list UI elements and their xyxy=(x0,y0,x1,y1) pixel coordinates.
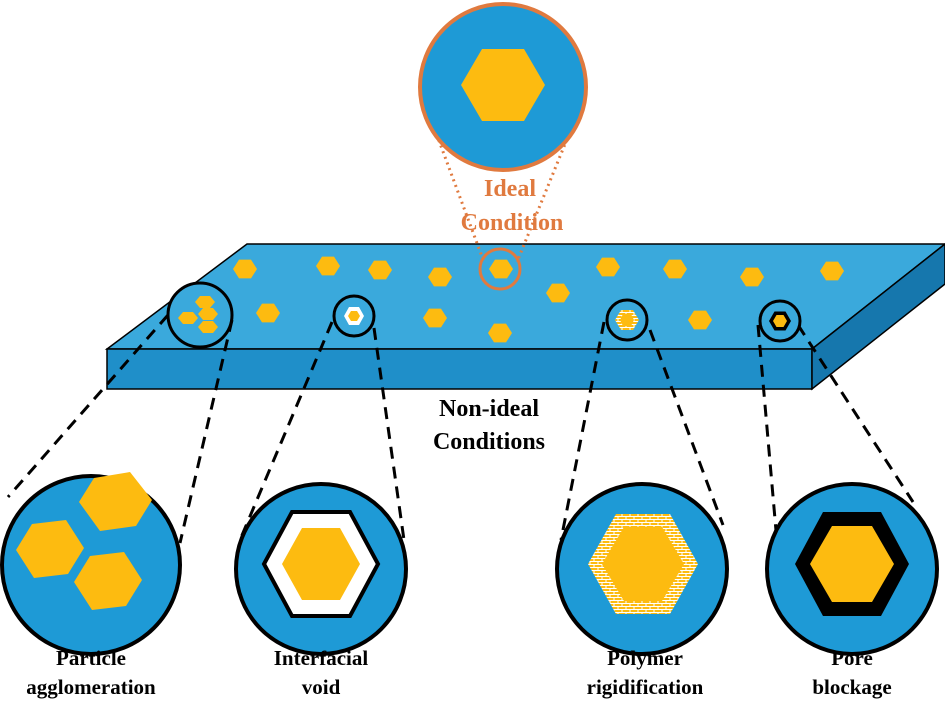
nonideal-title-line2: Conditions xyxy=(433,429,545,455)
filler-particle xyxy=(316,256,340,276)
agglomeration-connector-right xyxy=(178,319,234,544)
membrane-slab xyxy=(104,243,945,391)
agglomeration-label-line1: Particle xyxy=(56,646,126,670)
agglomeration-connector-left xyxy=(6,314,170,498)
void-filler-hexagon xyxy=(282,528,360,600)
agglomeration-label-line2: agglomeration xyxy=(26,675,156,699)
membrane-side-face xyxy=(811,243,945,391)
filler-particle xyxy=(256,303,280,323)
void-zoom-circle xyxy=(234,482,408,656)
rigidification-highlight xyxy=(605,298,649,342)
ideal-title-line1: Ideal xyxy=(484,176,536,202)
agglomeration-highlight xyxy=(166,281,234,349)
filler-particle xyxy=(489,259,513,279)
filler-particle xyxy=(546,283,570,303)
membrane-particles xyxy=(233,256,844,343)
filler-particle xyxy=(368,260,392,280)
membrane-highlights xyxy=(166,247,802,349)
filler-particle xyxy=(423,308,447,328)
filler-particle xyxy=(663,259,687,279)
nonideal-title-line1: Non-ideal xyxy=(439,396,539,422)
rigidification-label-line1: Polymer xyxy=(607,646,683,670)
agglomeration-zoom-circle xyxy=(0,472,182,656)
rigidification-label-line2: rigidification xyxy=(587,675,704,699)
filler-particle xyxy=(688,310,712,330)
void-label-line2: void xyxy=(302,675,341,699)
void-highlight xyxy=(332,294,376,338)
filler-particle xyxy=(488,323,512,343)
filler-particle xyxy=(596,257,620,277)
rigidification-zoom-circle xyxy=(555,482,729,656)
ideal-highlight xyxy=(478,247,522,291)
blockage-filler-hexagon xyxy=(810,526,894,602)
blockage-highlight xyxy=(758,299,802,343)
void-label-line1: Interfacial xyxy=(274,646,369,670)
rigidified-filler-hexagon xyxy=(602,527,684,601)
ideal-filler-hexagon xyxy=(461,49,545,121)
blockage-connector-right xyxy=(796,324,915,503)
blockage-label-line2: blockage xyxy=(812,675,891,699)
filler-particle xyxy=(428,267,452,287)
blockage-label-line1: Pore xyxy=(831,646,873,670)
labels: Ideal Condition Non-ideal Conditions Par… xyxy=(26,176,891,699)
filler-particle xyxy=(233,259,257,279)
blockage-connector-left xyxy=(756,324,779,543)
blockage-zoom-circle xyxy=(765,482,939,656)
filler-particle xyxy=(740,267,764,287)
rigidification-connector-left xyxy=(559,321,606,541)
ideal-zoom-circle xyxy=(418,2,588,172)
membrane-front-face xyxy=(106,348,813,390)
filler-particle xyxy=(820,261,844,281)
membrane-top-face xyxy=(104,243,945,350)
ideal-title-line2: Condition xyxy=(461,210,564,236)
void-connector-right xyxy=(372,327,406,541)
rigidification-connector-right xyxy=(648,329,725,526)
